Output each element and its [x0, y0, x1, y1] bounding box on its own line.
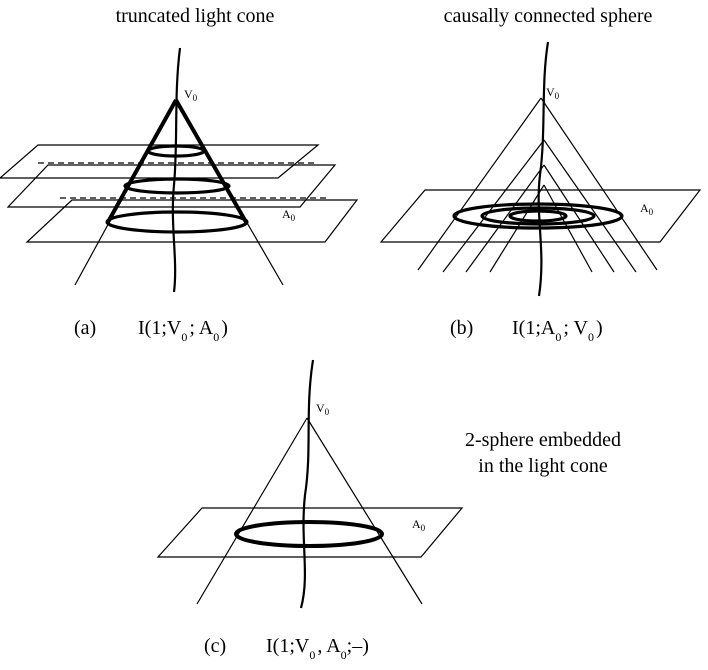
panel-b-caption-tag: (b) — [450, 317, 473, 339]
panel-b-plane — [379, 189, 702, 243]
panel-c-plane-label: A0 — [412, 517, 426, 533]
panel-a-plane-label: A0 — [282, 207, 296, 223]
panel-b-inner-ring — [508, 209, 568, 223]
panel-c-vertex-label: V0 — [316, 401, 330, 417]
panel-c-caption-tag: (c) — [204, 635, 226, 657]
panel-a-middle-plane — [6, 164, 337, 208]
panel-c-cone-left-line — [196, 417, 308, 605]
panel-b-ray — [465, 164, 545, 273]
panel-a-top-plane — [0, 144, 320, 179]
panel-a-title: truncated light cone — [116, 5, 275, 27]
panel-c-note-line2: in the light cone — [478, 455, 608, 477]
panel-a-caption-tag: (a) — [74, 317, 96, 339]
panel-b-ray — [543, 164, 615, 273]
panel-a-large-ellipse — [105, 210, 249, 234]
panel-b-ray — [540, 97, 658, 271]
panel-c-note-line1: 2-sphere embedded — [465, 429, 621, 451]
panel-c-cone-right-line — [306, 417, 423, 605]
panel-b-caption-formula: I(1;A0; V0) — [512, 317, 603, 344]
panel-a-caption-formula: I(1;V0; A0) — [138, 317, 228, 344]
panel-b-middle-ring — [480, 206, 596, 226]
panel-c: 2-sphere embedded in the light cone V0 A… — [156, 359, 621, 662]
panel-c-plane — [156, 507, 464, 558]
panel-b-title: causally connected sphere — [444, 5, 653, 27]
panel-a-worldline — [171, 47, 182, 293]
panel-b: causally connected sphere V0 A0 (b) I(1;… — [379, 5, 702, 344]
panel-c-caption-formula: I(1;V0, A0;–) — [266, 635, 369, 662]
panel-a-cone-right-edge — [174, 99, 248, 223]
panel-a-cone-left-edge — [106, 99, 178, 223]
panel-b-plane-label: A0 — [640, 201, 654, 217]
panel-c-worldline — [299, 359, 315, 609]
panel-a: truncated light cone V0 A0 (a) I(1;V0; A… — [0, 5, 359, 344]
panel-b-vertex-label: V0 — [546, 85, 560, 101]
panel-a-bottom-plane — [25, 199, 359, 243]
panel-b-ray — [417, 97, 542, 271]
panel-b-worldline — [537, 41, 550, 297]
panel-a-small-ellipse — [146, 144, 206, 158]
panel-a-medium-ellipse — [123, 177, 231, 195]
panel-c-sphere-ellipse — [234, 520, 384, 548]
panel-b-outer-ring — [452, 202, 624, 230]
panel-a-vertex-label: V0 — [184, 87, 198, 103]
